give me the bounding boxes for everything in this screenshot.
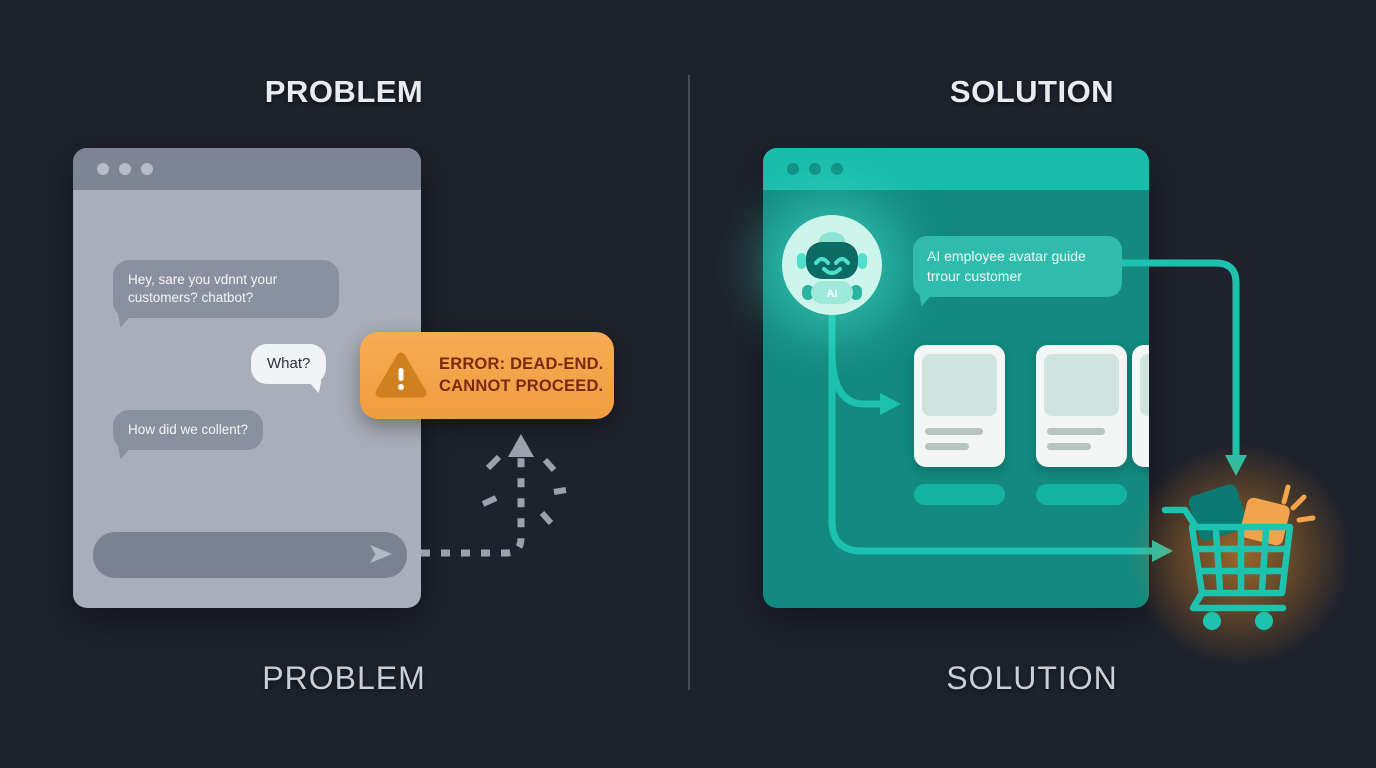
send-button[interactable] (369, 543, 393, 565)
chat-message-input[interactable] (93, 532, 407, 578)
product-card (1036, 345, 1127, 467)
bot-message-bubble: Hey, sare you vdnnt your customers? chat… (113, 260, 339, 319)
product-text-placeholder (1047, 443, 1091, 450)
window-dot-icon (141, 163, 153, 175)
window-dot-icon (831, 163, 843, 175)
window-dot-icon (809, 163, 821, 175)
product-action-button[interactable] (1036, 484, 1127, 505)
error-badge: ERROR: DEAD-END. CANNOT PROCEED. (360, 332, 614, 419)
product-text-placeholder (925, 443, 969, 450)
solution-title-top: SOLUTION (949, 74, 1115, 109)
avatar-label: AI (827, 288, 838, 300)
send-arrow-icon (370, 545, 392, 563)
ai-robot-icon: AI (797, 232, 867, 304)
product-card (1132, 345, 1149, 467)
problem-title-top: PROBLEM (264, 74, 424, 109)
warning-triangle-icon (375, 352, 427, 397)
vertical-divider (688, 75, 690, 690)
solution-window-titlebar (763, 148, 1149, 190)
product-action-button[interactable] (914, 484, 1005, 505)
product-image-placeholder (922, 354, 997, 416)
problem-title-bottom: PROBLEM (262, 660, 426, 696)
ai-avatar: AI (782, 215, 882, 315)
error-badge-text: ERROR: DEAD-END. CANNOT PROCEED. (439, 354, 604, 395)
cart-glow (1128, 443, 1352, 667)
product-text-placeholder (1047, 428, 1105, 435)
product-card (914, 345, 1005, 467)
product-image-placeholder (1140, 354, 1149, 416)
problem-window-titlebar (73, 148, 421, 190)
product-text-placeholder (925, 428, 983, 435)
user-message-bubble: What? (251, 344, 327, 385)
window-dot-icon (787, 163, 799, 175)
solution-title-bottom: SOLUTION (946, 660, 1118, 696)
window-dot-icon (119, 163, 131, 175)
window-dot-icon (97, 163, 109, 175)
product-image-placeholder (1044, 354, 1119, 416)
ai-speech-bubble: AI employee avatar guide trrour customer (913, 236, 1122, 298)
bot-message-bubble: How did we collent? (113, 410, 264, 451)
